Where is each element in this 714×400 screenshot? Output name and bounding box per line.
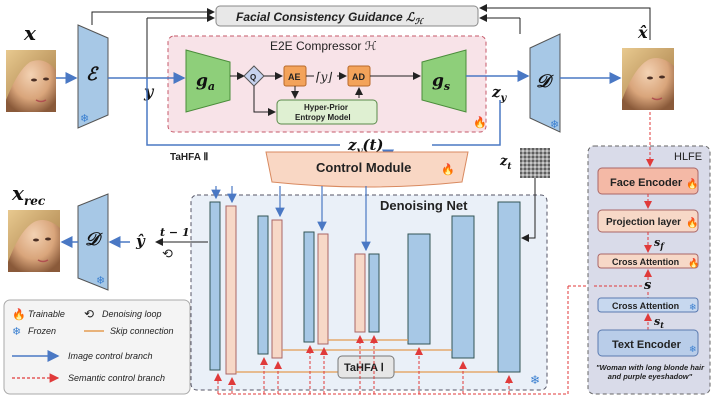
control-module <box>265 151 469 188</box>
svg-text:ga: ga <box>196 71 215 93</box>
decoder-label-bottom: 𝒟 <box>85 229 103 250</box>
legend-frozen-icon: ❄ <box>12 326 21 338</box>
legend-trainable-icon: 🔥 <box>12 308 26 321</box>
svg-text:gs: gs <box>432 71 450 93</box>
quantized-y-label: ⌈y⌋ <box>316 70 332 84</box>
tahfa1-box <box>337 355 395 379</box>
svg-text:zt: zt <box>499 154 512 172</box>
zyt-suffix: (t) <box>362 136 383 154</box>
cross-attention-top-fire-icon: 🔥 <box>688 257 699 268</box>
text-encoder-snowflake-icon: ❄ <box>689 344 697 354</box>
y-hat-label: ŷ <box>135 232 146 250</box>
zyt-label: z <box>347 136 357 154</box>
cross-attention-top-box <box>597 253 699 269</box>
denoise-snowflake-icon: ❄ <box>530 373 540 387</box>
legend-box <box>3 299 191 395</box>
decoder-label-top: 𝒟 <box>536 71 554 92</box>
sf-label: s <box>654 236 660 249</box>
text-encoder-label: Text Encoder <box>612 339 682 351</box>
encoder-label: ℰ <box>86 64 99 85</box>
ga-label: g <box>196 71 208 91</box>
zt-label: z <box>499 154 508 169</box>
decoder-block-top <box>529 33 561 133</box>
y-label: y <box>143 82 155 101</box>
sf-sub: f <box>659 241 665 251</box>
st-sub: t <box>660 320 664 330</box>
projection-fire-icon: 🔥 <box>686 216 698 229</box>
control-module-fire-icon: 🔥 <box>441 163 455 176</box>
x-hat-label: x̂ <box>637 23 648 42</box>
cross-attention-bottom-snowflake-icon: ❄ <box>689 302 697 312</box>
gs-label: g <box>432 71 444 91</box>
zt-sub: t <box>507 162 512 172</box>
s-label: s <box>644 278 652 293</box>
guidance-sub: ℋ <box>415 17 425 26</box>
denoise-title: Denoising Net <box>380 198 468 213</box>
encoder-snowflake-icon: ❄ <box>80 113 89 125</box>
xrec-sub: rec <box>24 194 46 208</box>
gs-block <box>421 49 467 113</box>
svg-text:xrec: xrec <box>11 181 46 208</box>
guidance-box <box>215 5 479 27</box>
output-face-image <box>622 48 674 110</box>
unet-blocks <box>209 201 521 375</box>
projection-layer-label: Projection layer <box>606 217 681 228</box>
quantizer-label: Q <box>250 73 256 82</box>
input-face-image <box>6 50 56 112</box>
guidance-label: Facial Consistency Guidance ℒ <box>236 10 416 24</box>
hlfe-title: HLFE <box>674 151 702 163</box>
noise-image <box>520 148 550 178</box>
legend-loop-icon: ⟲ <box>84 307 94 321</box>
gs-sub: s <box>444 80 450 93</box>
svg-text:Facial Consistency Guidance ℒℋ: Facial Consistency Guidance ℒℋ <box>236 10 425 26</box>
text-prompt-caption: "Woman with long blonde hair and purple … <box>596 364 704 381</box>
legend-image-branch: Image control branch <box>68 351 153 361</box>
legend-frozen: Frozen <box>28 326 56 336</box>
legend-semantic-branch: Semantic control branch <box>68 373 165 383</box>
decoder-top-snowflake-icon: ❄ <box>550 119 559 131</box>
cross-attention-bottom-label: Cross Attention <box>612 301 679 311</box>
reconstructed-face-image <box>8 210 60 272</box>
encoder-block <box>77 24 109 129</box>
ad-label: AD <box>352 72 365 82</box>
face-encoder-fire-icon: 🔥 <box>686 177 698 190</box>
x-label: x <box>23 21 37 45</box>
xrec-label: x <box>11 181 25 205</box>
cross-attention-top-label: Cross Attention <box>612 257 679 267</box>
legend-denoising-loop: Denoising loop <box>102 309 162 319</box>
svg-text:st: st <box>654 315 664 330</box>
t-minus-1-label: t − 1 <box>160 226 190 239</box>
tahfa1-label: TaHFA Ⅰ <box>344 362 384 374</box>
st-label: s <box>654 315 660 328</box>
denoising-loop-icon: ⟲ <box>162 246 173 261</box>
legend-skip-connection: Skip connection <box>110 326 174 336</box>
cross-attention-bottom-box <box>597 297 699 313</box>
control-module-label: Control Module <box>316 160 411 175</box>
decoder-bottom-snowflake-icon: ❄ <box>96 275 105 287</box>
compressor-title: E2E Compressor ℋ <box>270 39 377 53</box>
zy-sub: y <box>500 93 508 104</box>
tahfa2-label: TaHFA Ⅱ <box>170 152 208 163</box>
decoder-block-bottom <box>77 193 109 291</box>
entropy-model-label: Entropy Model <box>295 113 351 122</box>
compressor-fire-icon: 🔥 <box>473 116 487 129</box>
ae-label: AE <box>288 72 301 82</box>
legend-trainable: Trainable <box>28 309 65 319</box>
face-encoder-label: Face Encoder <box>610 177 683 189</box>
zy-label: z <box>491 83 501 101</box>
text-encoder-box <box>597 329 699 357</box>
hyper-prior-box <box>276 99 378 125</box>
ga-block <box>185 49 231 113</box>
control-branch-arrows <box>211 186 371 252</box>
ga-sub: a <box>208 80 215 93</box>
compressor-panel <box>167 35 487 133</box>
svg-text:zy: zy <box>491 83 508 104</box>
svg-text:sf: sf <box>654 236 665 251</box>
hyper-prior-label: Hyper-Prior <box>304 103 348 112</box>
